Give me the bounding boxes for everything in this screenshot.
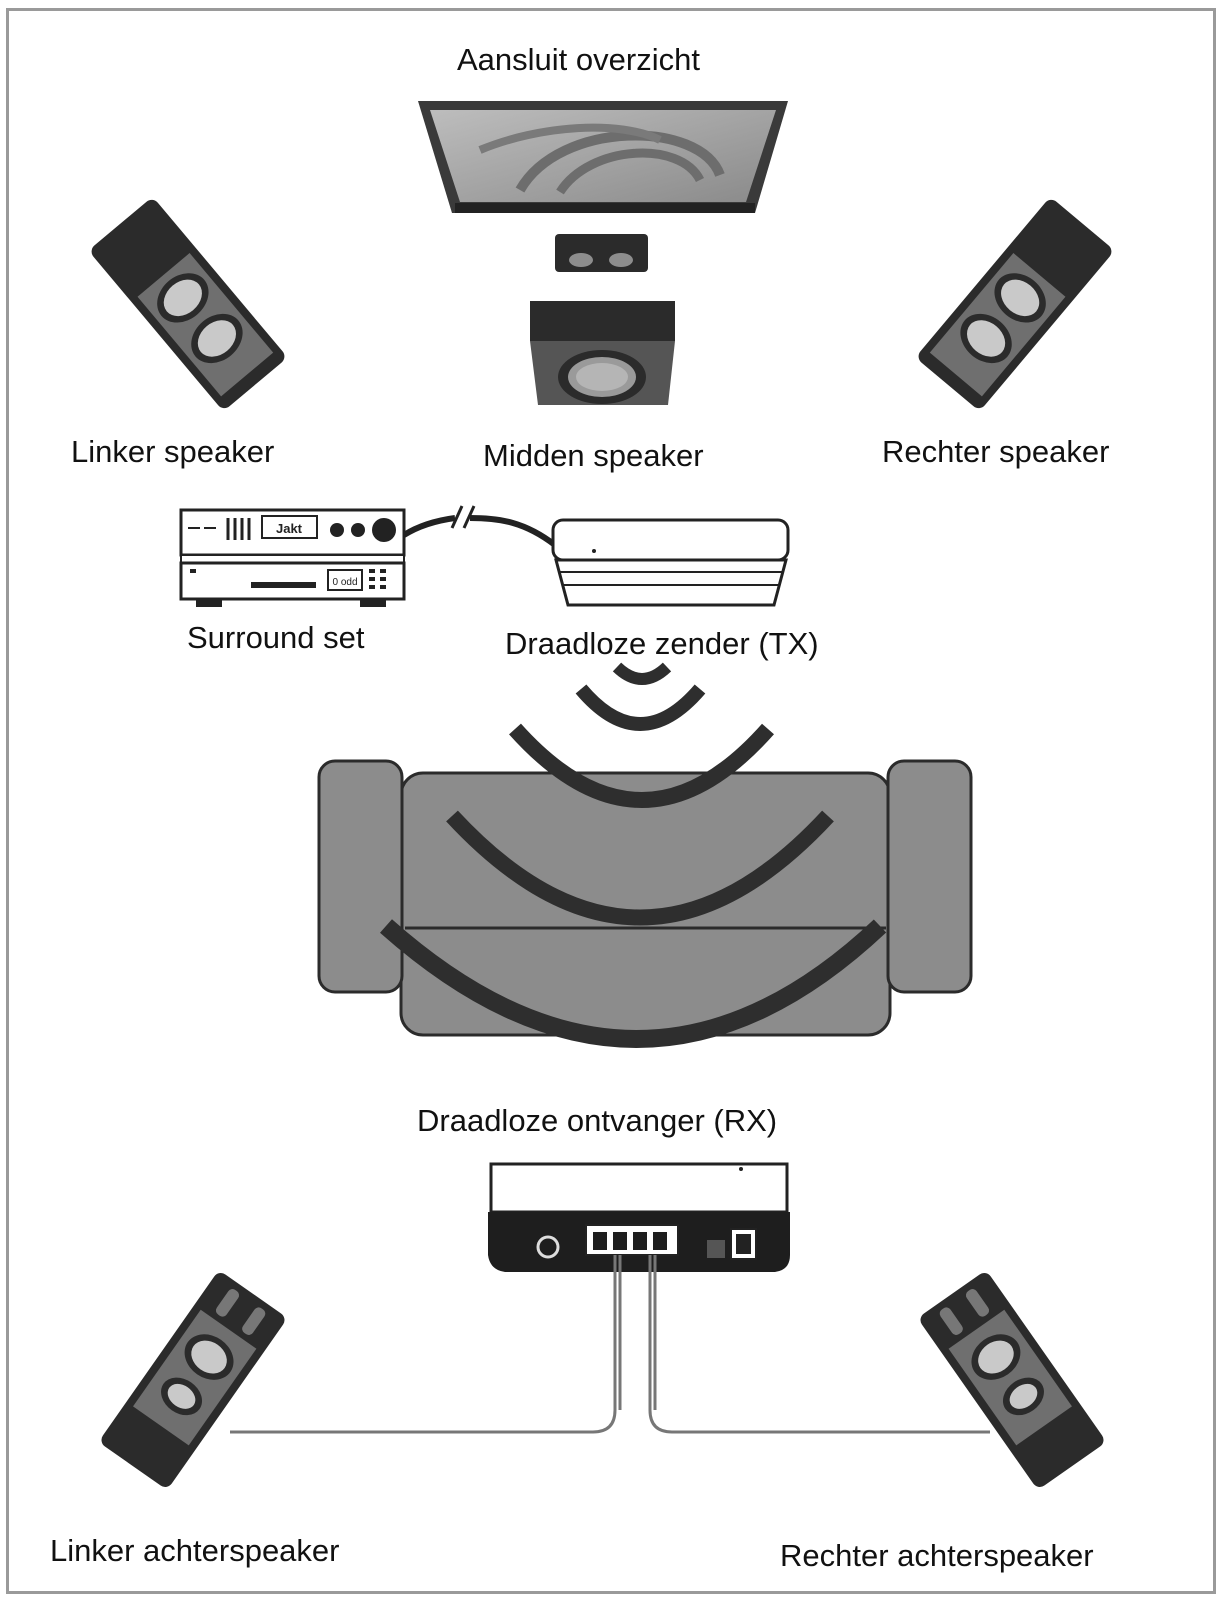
- subwoofer-icon: [530, 301, 675, 405]
- player-display-text: 0 odd: [332, 577, 357, 588]
- rear-speaker-wires: [230, 1255, 990, 1434]
- center-speaker-icon: [555, 234, 648, 272]
- right-speaker-icon: [918, 199, 1112, 409]
- label-left-rear-speaker: Linker achterspeaker: [50, 1533, 340, 1568]
- surround-set-icon: Jakt 0 odd: [179, 508, 406, 607]
- wireless-waves-icon: [380, 662, 887, 1048]
- tx-cable: [402, 505, 557, 548]
- diagram-title: Aansluit overzicht: [457, 42, 700, 77]
- transmitter-icon: [551, 518, 790, 607]
- receiver-icon: [488, 1162, 790, 1272]
- label-transmitter: Draadloze zender (TX): [505, 626, 819, 661]
- label-center-speaker: Midden speaker: [483, 438, 704, 473]
- left-speaker-icon: [91, 199, 285, 409]
- label-surround-set: Surround set: [187, 620, 365, 655]
- right-rear-speaker-icon: [920, 1273, 1104, 1487]
- label-right-speaker: Rechter speaker: [882, 434, 1110, 469]
- left-rear-speaker-icon: [101, 1273, 285, 1487]
- label-receiver: Draadloze ontvanger (RX): [417, 1103, 778, 1138]
- label-left-speaker: Linker speaker: [71, 434, 275, 469]
- tv-icon: [418, 101, 788, 213]
- label-right-rear-speaker: Rechter achterspeaker: [780, 1538, 1094, 1573]
- sofa-icon: [317, 759, 973, 1037]
- amp-display-text: Jakt: [276, 521, 303, 536]
